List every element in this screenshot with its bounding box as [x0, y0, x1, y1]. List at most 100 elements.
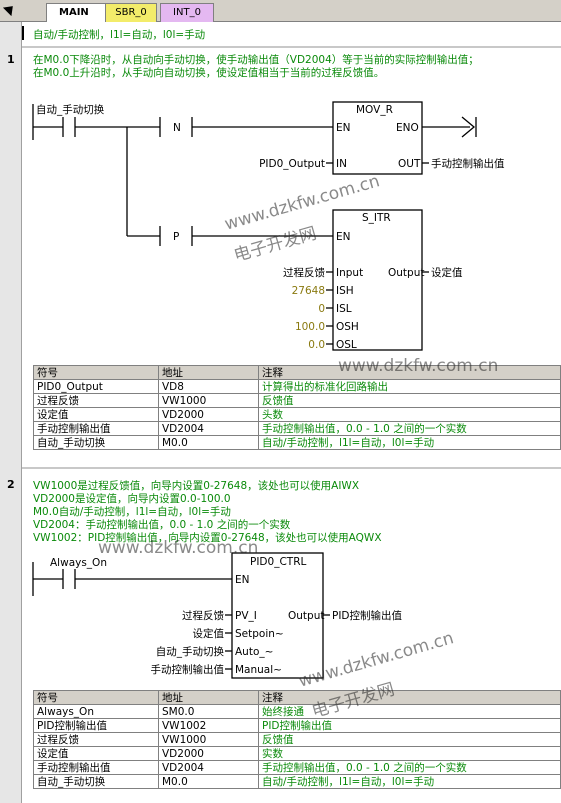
isl-const[interactable]: 0: [318, 303, 325, 315]
comment-cell: 反馈值: [258, 732, 561, 747]
pin-in: IN: [336, 158, 347, 170]
input-var[interactable]: 过程反馈: [283, 266, 325, 279]
contact-label: 自动_手动切换: [36, 103, 105, 116]
s-itr-output-var[interactable]: 设定值: [431, 266, 463, 279]
table-row[interactable]: 设定值 VD2000 头数: [33, 407, 561, 422]
watermark: www.dzkfw.com.cn: [98, 538, 259, 558]
pid-output-var[interactable]: PID控制输出值: [332, 609, 403, 622]
tab-main-label: MAIN: [59, 7, 89, 18]
column-header: 符号: [33, 690, 159, 705]
setpoint-var[interactable]: 设定值: [193, 627, 225, 640]
network1-comment-line[interactable]: 在M0.0上升沿时，从手动向自动切换，使设定值相当于当前的过程反馈值。: [33, 67, 385, 79]
pin-setpoint: Setpoin~: [235, 628, 284, 640]
n-edge-label: N: [173, 122, 181, 134]
contact-label: Always_On: [50, 557, 107, 569]
tab-int-0[interactable]: INT_0: [160, 3, 214, 22]
pin-output: Output: [388, 267, 424, 279]
s-itr-title: S_ITR: [362, 212, 391, 224]
network2-comment-line[interactable]: VW1000是过程反馈值，向导内设置0-27648，该处也可以使用AIWX: [33, 480, 360, 492]
pin-manual: Manual~: [235, 664, 282, 676]
table-row[interactable]: 过程反馈 VW1000 反馈值: [33, 732, 561, 747]
address-cell: M0.0: [158, 435, 259, 450]
table-row[interactable]: PID控制输出值 VW1002 PID控制输出值: [33, 718, 561, 733]
auto-var[interactable]: 自动_手动切换: [156, 645, 225, 658]
table-row[interactable]: 过程反馈 VW1000 反馈值: [33, 393, 561, 408]
tab-int-label: INT_0: [173, 7, 201, 18]
pin-output: Output: [288, 610, 324, 622]
address-cell: VD2000: [158, 746, 259, 761]
comment-cell: 手动控制输出值，0.0 - 1.0 之间的一个实数: [258, 760, 561, 775]
column-header: 符号: [33, 365, 159, 380]
address-cell: VW1000: [158, 393, 259, 408]
mov-out-var[interactable]: 手动控制输出值: [431, 157, 505, 170]
comment-cell: 头数: [258, 407, 561, 422]
comment-cell: 手动控制输出值，0.0 - 1.0 之间的一个实数: [258, 421, 561, 436]
tab-sbr-0[interactable]: SBR_0: [105, 3, 157, 22]
pin-eno: ENO: [396, 122, 419, 134]
manual-var[interactable]: 手动控制输出值: [151, 663, 225, 676]
table-row[interactable]: 自动_手动切换 M0.0 自动/手动控制，l1l=自动，l0l=手动: [33, 774, 561, 789]
symbol-cell: 过程反馈: [33, 393, 159, 408]
comment-cell: 自动/手动控制，l1l=自动，l0l=手动: [258, 435, 561, 450]
network2-comment-line[interactable]: VW1002：PID控制输出值，向导内设置0-27648，该处也可以使用AQWX: [33, 532, 382, 544]
table-row[interactable]: PID0_Output VD8 计算得出的标准化回路输出: [33, 379, 561, 394]
symbol-cell: 设定值: [33, 407, 159, 422]
symbol-table-2: 符号 地址 注释 Always_On SM0.0 始终接通 PID控制输出值 V…: [33, 690, 561, 789]
mov-r-title: MOV_R: [356, 104, 393, 116]
comment-cell: 自动/手动控制，l1l=自动，l0l=手动: [258, 774, 561, 789]
ish-const[interactable]: 27648: [292, 285, 325, 297]
separator: [22, 46, 561, 48]
network2-comment-line[interactable]: VD2000是设定值，向导内设置0.0-100.0: [33, 493, 231, 505]
address-cell: VD2004: [158, 760, 259, 775]
address-cell: M0.0: [158, 774, 259, 789]
pin-out: OUT: [398, 158, 421, 170]
column-header: 地址: [158, 365, 259, 380]
comment-cell: PID控制输出值: [258, 718, 561, 733]
address-cell: VW1002: [158, 718, 259, 733]
network2-comment-line[interactable]: VD2004：手动控制输出值，0.0 - 1.0 之间的一个实数: [33, 519, 291, 531]
table-row[interactable]: 自动_手动切换 M0.0 自动/手动控制，l1l=自动，l0l=手动: [33, 435, 561, 450]
table-header-row: 符号 地址 注释: [33, 690, 561, 705]
pid0-ctrl-title: PID0_CTRL: [250, 556, 306, 568]
pin-isl: ISL: [336, 303, 352, 315]
symbol-cell: 设定值: [33, 746, 159, 761]
address-cell: VW1000: [158, 732, 259, 747]
table-row[interactable]: 设定值 VD2000 实数: [33, 746, 561, 761]
osh-const[interactable]: 100.0: [295, 321, 325, 333]
pin-input: Input: [336, 267, 363, 279]
separator: [22, 467, 561, 469]
column-header: 注释: [258, 690, 561, 705]
address-cell: VD2004: [158, 421, 259, 436]
program-comment[interactable]: 自动/手动控制，l1l=自动，l0l=手动: [33, 29, 206, 41]
table-row[interactable]: 手动控制输出值 VD2004 手动控制输出值，0.0 - 1.0 之间的一个实数: [33, 760, 561, 775]
network1-comment-line[interactable]: 在M0.0下降沿时，从自动向手动切换，使手动输出值（VD2004）等于当前的实际…: [33, 54, 479, 66]
osl-const[interactable]: 0.0: [308, 339, 325, 351]
network-gutter: 1 2: [0, 22, 22, 803]
p-edge-label: P: [173, 231, 179, 243]
address-cell: SM0.0: [158, 704, 259, 719]
tab-sbr-label: SBR_0: [115, 7, 147, 18]
pin-ish: ISH: [336, 285, 354, 297]
symbol-table-1: 符号 地址 注释 PID0_Output VD8 计算得出的标准化回路输出 过程…: [33, 365, 561, 450]
symbol-cell: 自动_手动切换: [33, 435, 159, 450]
column-header: 地址: [158, 690, 259, 705]
pv-var[interactable]: 过程反馈: [182, 609, 224, 622]
network2-comment-line[interactable]: M0.0自动/手动控制，l1l=自动，l0l=手动: [33, 506, 231, 518]
network-number: 2: [7, 478, 15, 491]
network-number: 1: [7, 53, 15, 66]
symbol-cell: Always_On: [33, 704, 159, 719]
comment-cell: 计算得出的标准化回路输出: [258, 379, 561, 394]
address-cell: VD8: [158, 379, 259, 394]
comment-cell: 始终接通: [258, 704, 561, 719]
symbol-cell: PID0_Output: [33, 379, 159, 394]
pin-osl: OSL: [336, 339, 357, 351]
mov-in-var[interactable]: PID0_Output: [259, 158, 325, 170]
table-row[interactable]: Always_On SM0.0 始终接通: [33, 704, 561, 719]
table-row[interactable]: 手动控制输出值 VD2004 手动控制输出值，0.0 - 1.0 之间的一个实数: [33, 421, 561, 436]
watermark: www.dzkfw.com.cn: [338, 356, 499, 376]
pin-pv-i: PV_I: [235, 610, 257, 622]
symbol-cell: PID控制输出值: [33, 718, 159, 733]
symbol-cell: 手动控制输出值: [33, 421, 159, 436]
tab-strip: MAIN × SBR_0 INT_0: [0, 0, 561, 22]
